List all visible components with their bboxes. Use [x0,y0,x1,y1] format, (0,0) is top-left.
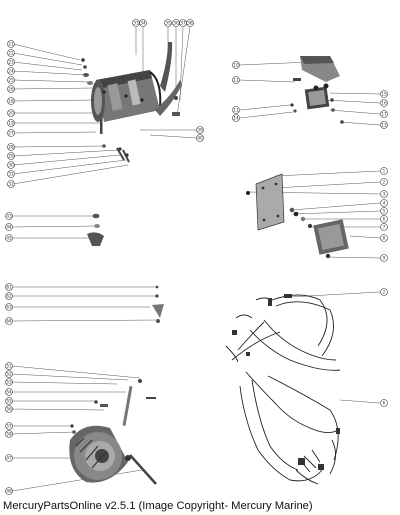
callout-51: 51 [6,364,12,369]
callout-31: 31 [8,172,14,177]
callout-35: 35 [165,21,171,26]
callout-63: 63 [6,305,12,310]
callout-45: 45 [6,236,12,241]
callout-20: 20 [8,111,14,116]
callout-64: 64 [6,319,12,324]
harness-connectors [232,294,340,470]
callouts [5,19,388,495]
callout-21: 21 [8,42,14,47]
leaders [11,26,381,492]
parts-diagram: 21 22 23 24 25 26 18 20 19 27 28 29 30 3… [5,19,388,495]
callout-58: 58 [6,432,12,437]
callout-43: 43 [6,214,12,219]
callout-26: 26 [8,87,14,92]
callout-40: 40 [197,136,203,141]
callout-54: 54 [6,390,12,395]
callout-28: 28 [8,145,14,150]
callout-52: 52 [6,372,12,377]
terminal-boot-illustration [87,213,104,246]
relay-bracket-illustration [246,173,349,259]
callout-55: 55 [6,399,12,404]
callout-11: 11 [233,108,239,113]
callout-38: 38 [187,21,193,26]
alternator-illustration [69,379,157,485]
callout-18a: 18 [8,99,14,104]
callout-6: 6 [383,401,386,406]
callout-39: 39 [197,128,203,133]
callout-62: 62 [6,294,12,299]
callout-47: 47 [6,456,12,461]
callout-1: 1 [383,169,386,174]
callout-57: 57 [6,424,12,429]
callout-44: 44 [6,225,12,230]
callout-53: 53 [6,380,12,385]
callout-6a: 6 [383,217,386,222]
starter-solenoid-illustration [290,56,344,124]
callout-3: 3 [383,192,386,197]
callout-23: 23 [8,60,14,65]
callout-24: 24 [8,69,14,74]
callout-25: 25 [8,78,14,83]
callout-12: 12 [233,78,239,83]
callout-numbers: 21 22 23 24 25 26 18 20 19 27 28 29 30 3… [6,21,387,494]
callout-34: 34 [140,21,146,26]
callout-36: 36 [173,21,179,26]
callout-17: 17 [381,112,387,117]
callout-13: 13 [381,123,387,128]
callout-5: 5 [383,209,386,214]
callout-9: 9 [383,256,386,261]
callout-37: 37 [180,21,186,26]
callout-27: 27 [8,131,14,136]
wiring-harness-illustration [225,294,341,485]
callout-2: 2 [383,290,386,295]
callout-16: 16 [381,101,387,106]
callout-48: 48 [6,489,12,494]
callout-29: 29 [8,154,14,159]
wire-terminal-illustration [152,285,164,323]
callout-33: 33 [133,21,139,26]
callout-2a: 2 [383,180,386,185]
callout-56: 56 [6,407,12,412]
callout-7: 7 [383,225,386,230]
callout-19: 19 [8,121,14,126]
callout-4: 4 [383,201,386,206]
callout-14: 14 [233,116,239,121]
callout-22: 22 [8,51,14,56]
callout-30: 30 [8,163,14,168]
callout-8: 8 [383,236,386,241]
image-caption: MercuryPartsOnline v2.5.1 (Image Copyrig… [3,500,313,512]
callout-61: 61 [6,285,12,290]
callout-10: 10 [233,63,239,68]
callout-32: 32 [8,182,14,187]
starter-motor-illustration [81,42,182,163]
callout-15: 15 [381,92,387,97]
